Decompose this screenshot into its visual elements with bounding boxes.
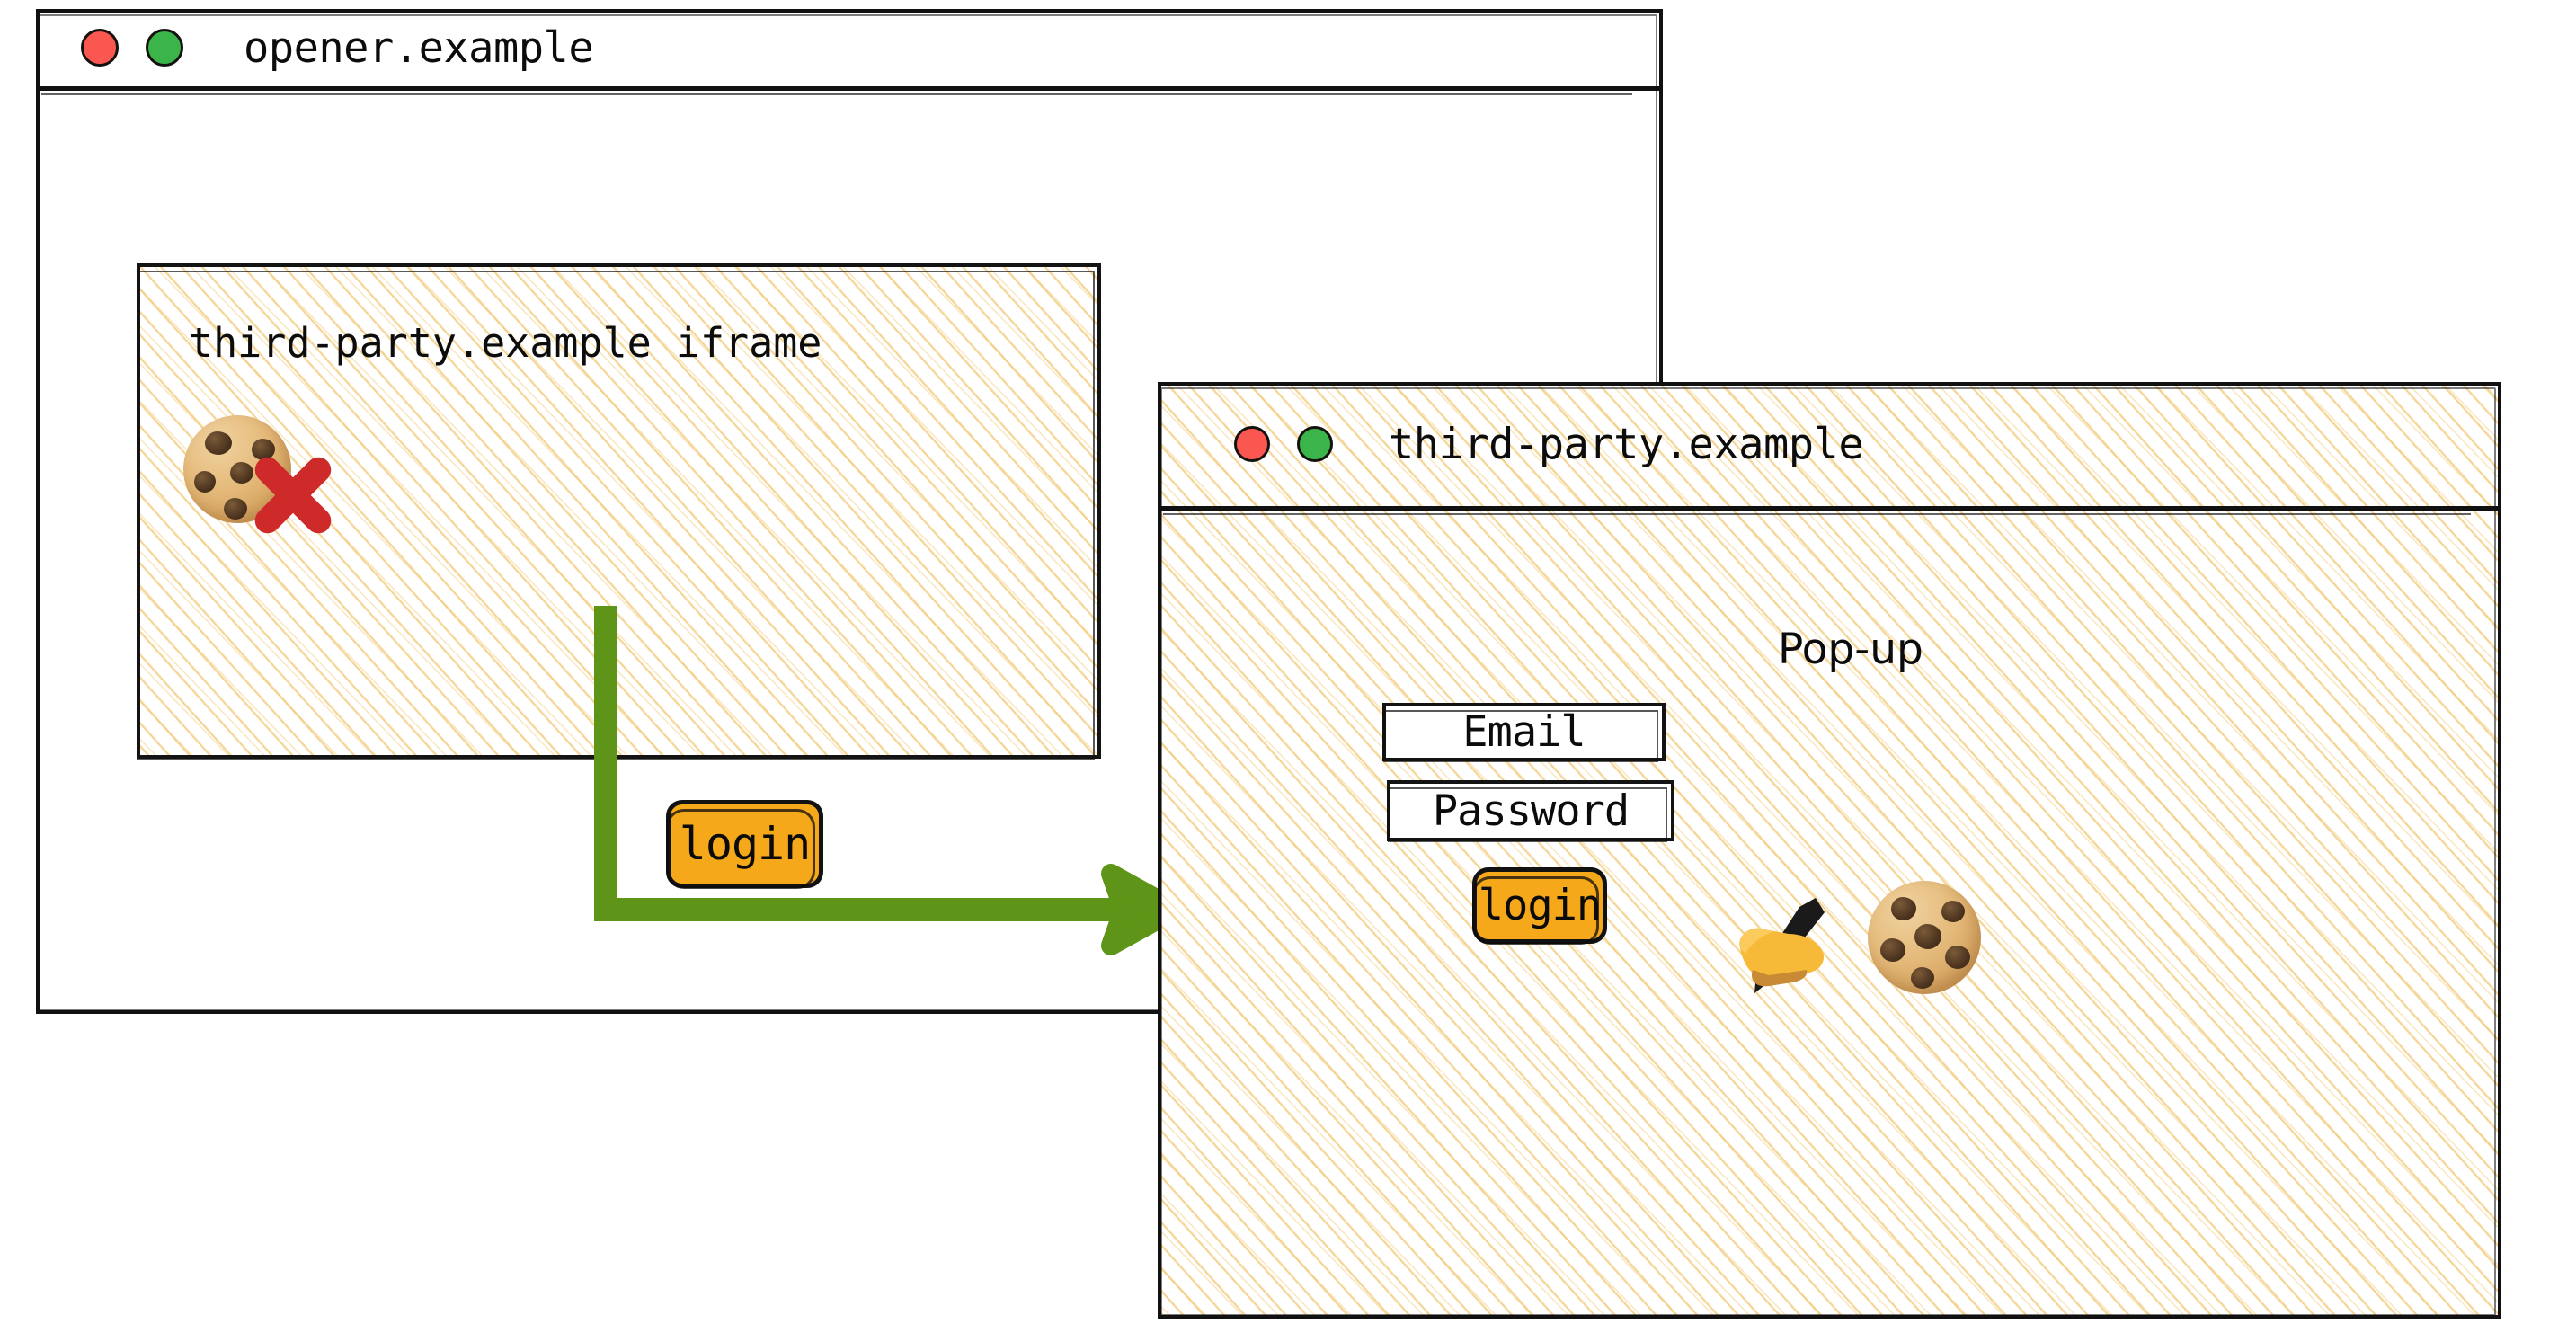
email-field[interactable]: Email xyxy=(1382,703,1666,762)
iframe-label: third-party.example iframe xyxy=(189,319,822,367)
maximize-dot-icon[interactable] xyxy=(1297,426,1333,462)
popup-window-frame xyxy=(1158,382,2501,1319)
opener-titlebar-divider xyxy=(36,86,1663,95)
popup-login-button-label: login xyxy=(1478,881,1602,930)
popup-window-title: third-party.example xyxy=(1389,419,1864,469)
popup-browser-window: third-party.example Email Password login… xyxy=(1158,382,2501,1319)
close-dot-icon[interactable] xyxy=(1234,426,1270,462)
popup-annotation-label: Pop-up xyxy=(1778,625,1923,674)
iframe-login-button-label: login xyxy=(679,818,812,870)
popup-titlebar-divider xyxy=(1158,506,2501,515)
opener-window-title: opener.example xyxy=(244,22,594,73)
iframe-login-button[interactable]: login xyxy=(666,800,823,889)
password-field[interactable]: Password xyxy=(1387,780,1674,842)
red-cross-icon xyxy=(244,447,342,544)
third-party-iframe: third-party.example iframe login xyxy=(137,263,1101,889)
opener-titlebar: opener.example xyxy=(36,9,1663,86)
popup-login-button[interactable]: login xyxy=(1472,867,1607,945)
maximize-dot-icon[interactable] xyxy=(146,29,183,67)
cookie-icon xyxy=(1868,881,1981,994)
email-field-label: Email xyxy=(1462,707,1586,757)
writing-hand-icon xyxy=(1739,898,1825,993)
close-dot-icon[interactable] xyxy=(81,29,119,67)
popup-titlebar: third-party.example xyxy=(1158,382,2501,506)
password-field-label: Password xyxy=(1432,786,1630,836)
